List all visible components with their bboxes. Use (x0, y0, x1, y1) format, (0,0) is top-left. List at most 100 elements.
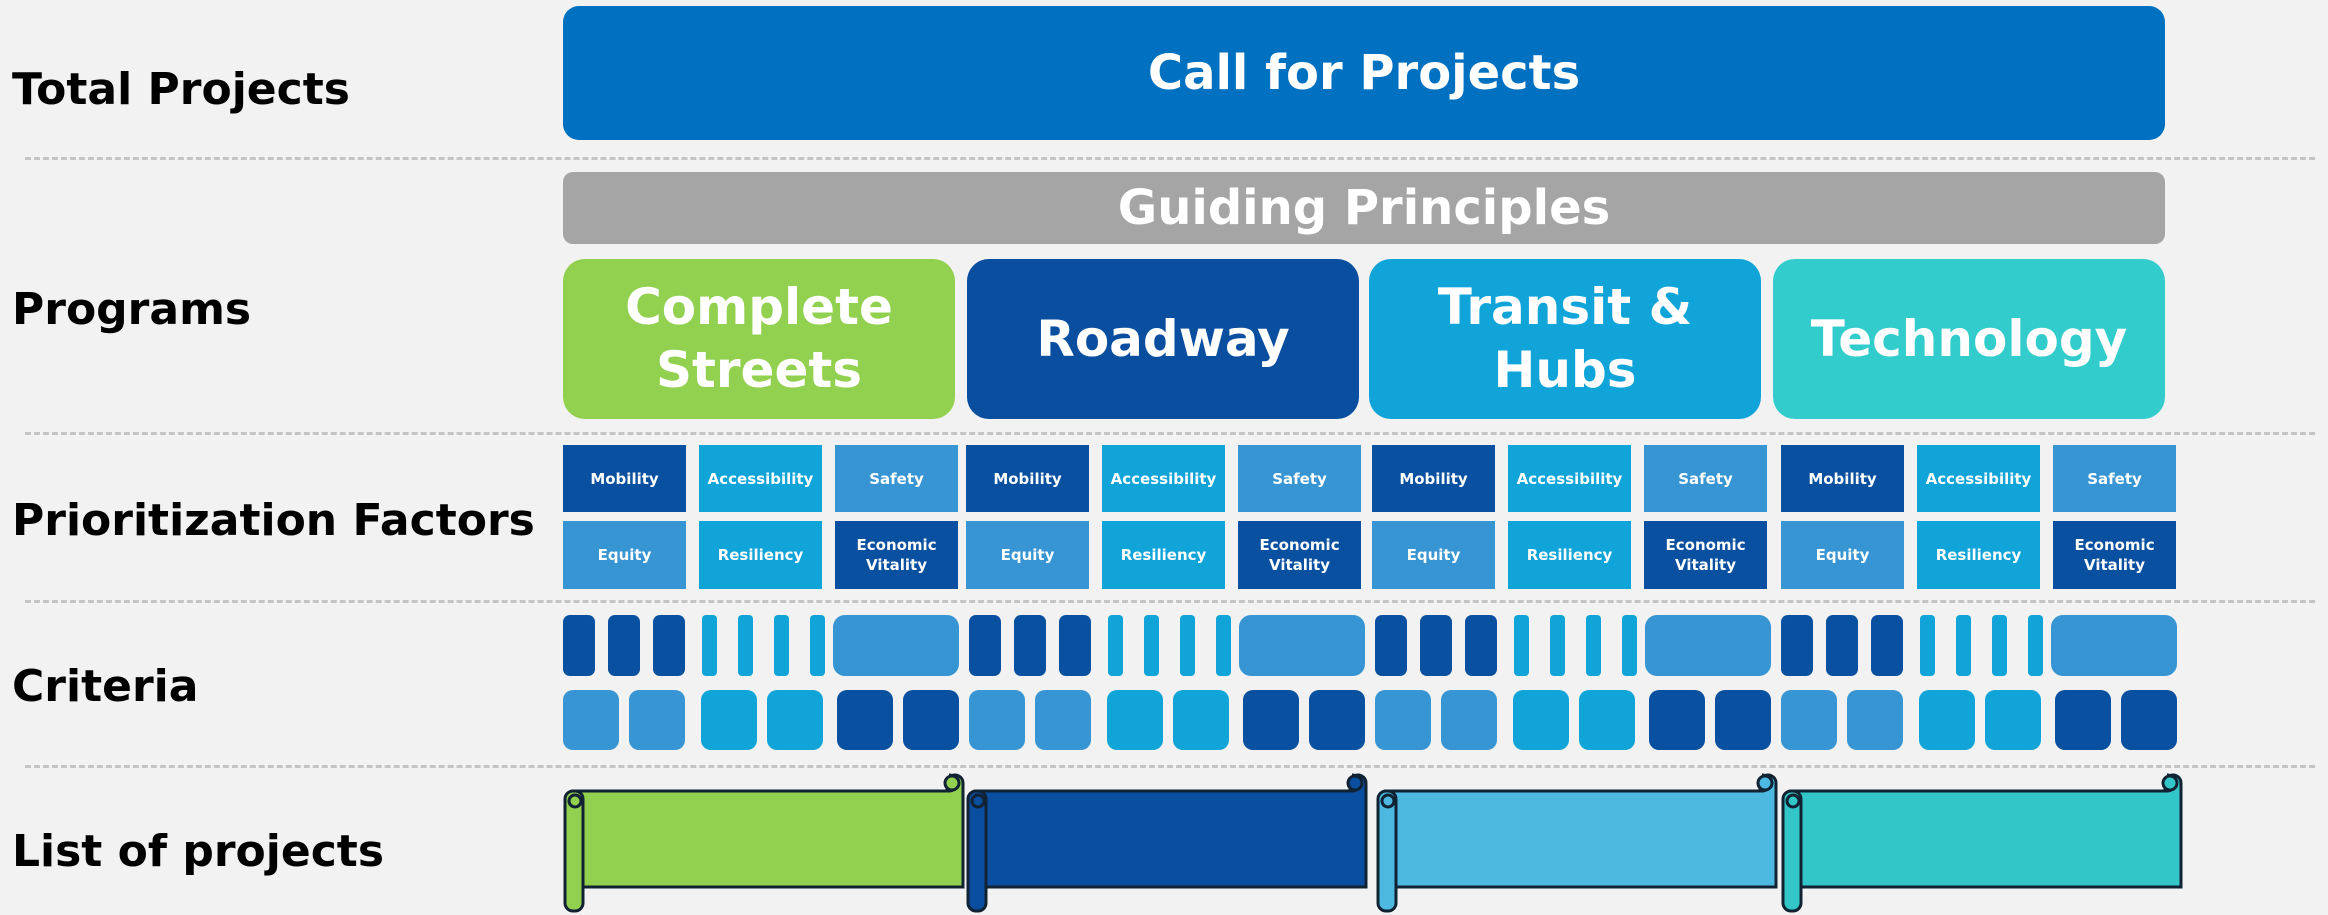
criteria-block (701, 690, 757, 750)
criteria-block (767, 690, 823, 750)
factor-mobility: Mobility (563, 445, 686, 512)
program-transit-hubs: Transit & Hubs (1369, 259, 1761, 419)
factor-label: Economic Vitality (856, 536, 937, 574)
criteria-block (1579, 690, 1635, 750)
criteria-block (1919, 690, 1975, 750)
row-label-prioritization-factors: Prioritization Factors (12, 495, 535, 546)
program-technology: Technology (1773, 259, 2165, 419)
criteria-block (1180, 615, 1195, 676)
factor-economic-vitality: Economic Vitality (2053, 521, 2176, 589)
criteria-block (1920, 615, 1935, 676)
factor-equity: Equity (966, 521, 1089, 589)
criteria-block (563, 690, 619, 750)
guiding-principles-box: Guiding Principles (563, 172, 2165, 244)
criteria-block (837, 690, 893, 750)
criteria-block (903, 690, 959, 750)
criteria-block (1847, 690, 1903, 750)
factor-safety: Safety (1238, 445, 1361, 512)
factor-equity: Equity (563, 521, 686, 589)
criteria-block (1826, 615, 1858, 676)
project-list-roadway (966, 773, 1368, 913)
criteria-block (1622, 615, 1637, 676)
criteria-block (1239, 615, 1365, 676)
criteria-block (1871, 615, 1903, 676)
factor-mobility: Mobility (966, 445, 1089, 512)
project-list-technology (1781, 773, 2183, 913)
factor-safety: Safety (1644, 445, 1767, 512)
criteria-block (2028, 615, 2043, 676)
factor-safety: Safety (2053, 445, 2176, 512)
row-label-criteria: Criteria (12, 661, 199, 712)
criteria-block (1035, 690, 1091, 750)
program-label: Complete (625, 278, 893, 336)
criteria-block (774, 615, 789, 676)
row-label-total-projects: Total Projects (12, 64, 350, 115)
factor-accessibility: Accessibility (1508, 445, 1631, 512)
factor-accessibility: Accessibility (1917, 445, 2040, 512)
program-label: Technology (1810, 309, 2128, 368)
criteria-block (1586, 615, 1601, 676)
criteria-block (1649, 690, 1705, 750)
criteria-block (1645, 615, 1771, 676)
criteria-block (1715, 690, 1771, 750)
criteria-block (702, 615, 717, 676)
criteria-block (1375, 690, 1431, 750)
criteria-block (1173, 690, 1229, 750)
factor-label: Economic Vitality (2074, 536, 2155, 574)
factor-resiliency: Resiliency (1508, 521, 1631, 589)
criteria-block (1441, 690, 1497, 750)
criteria-block (1108, 615, 1123, 676)
factor-equity: Equity (1781, 521, 1904, 589)
program-complete-streets: Complete Streets (563, 259, 955, 419)
row-label-programs: Programs (12, 284, 252, 335)
criteria-block (1420, 615, 1452, 676)
criteria-block (1550, 615, 1565, 676)
criteria-block (2055, 690, 2111, 750)
criteria-block (969, 690, 1025, 750)
criteria-block (629, 690, 685, 750)
call-for-projects-box: Call for Projects (563, 6, 2165, 140)
divider (25, 432, 2315, 435)
criteria-block (810, 615, 825, 676)
criteria-block (1781, 690, 1837, 750)
factor-resiliency: Resiliency (1917, 521, 2040, 589)
criteria-block (1107, 690, 1163, 750)
factor-economic-vitality: Economic Vitality (1644, 521, 1767, 589)
program-label: Streets (655, 341, 863, 399)
criteria-block (1781, 615, 1813, 676)
project-list-complete-streets (563, 773, 965, 913)
criteria-block (1514, 615, 1529, 676)
criteria-block (738, 615, 753, 676)
criteria-block (1216, 615, 1231, 676)
project-list-transit-hubs (1376, 773, 1778, 913)
criteria-block (833, 615, 959, 676)
criteria-block (1513, 690, 1569, 750)
criteria-block (1309, 690, 1365, 750)
factor-label: Economic Vitality (1259, 536, 1340, 574)
factor-safety: Safety (835, 445, 958, 512)
criteria-block (1956, 615, 1971, 676)
criteria-block (1375, 615, 1407, 676)
factor-resiliency: Resiliency (1102, 521, 1225, 589)
factor-accessibility: Accessibility (1102, 445, 1225, 512)
criteria-block (2051, 615, 2177, 676)
factor-economic-vitality: Economic Vitality (1238, 521, 1361, 589)
program-roadway: Roadway (967, 259, 1359, 419)
factor-label: Economic Vitality (1665, 536, 1746, 574)
factor-accessibility: Accessibility (699, 445, 822, 512)
factor-economic-vitality: Economic Vitality (835, 521, 958, 589)
divider (25, 157, 2315, 160)
criteria-block (563, 615, 595, 676)
criteria-block (1144, 615, 1159, 676)
criteria-block (1465, 615, 1497, 676)
program-label: Transit & Hubs (1437, 278, 1693, 399)
criteria-block (653, 615, 685, 676)
factor-resiliency: Resiliency (699, 521, 822, 589)
divider (25, 600, 2315, 603)
criteria-block (1985, 690, 2041, 750)
criteria-block (1243, 690, 1299, 750)
program-label: Roadway (1036, 309, 1290, 368)
criteria-block (1014, 615, 1046, 676)
criteria-block (1992, 615, 2007, 676)
factor-mobility: Mobility (1781, 445, 1904, 512)
